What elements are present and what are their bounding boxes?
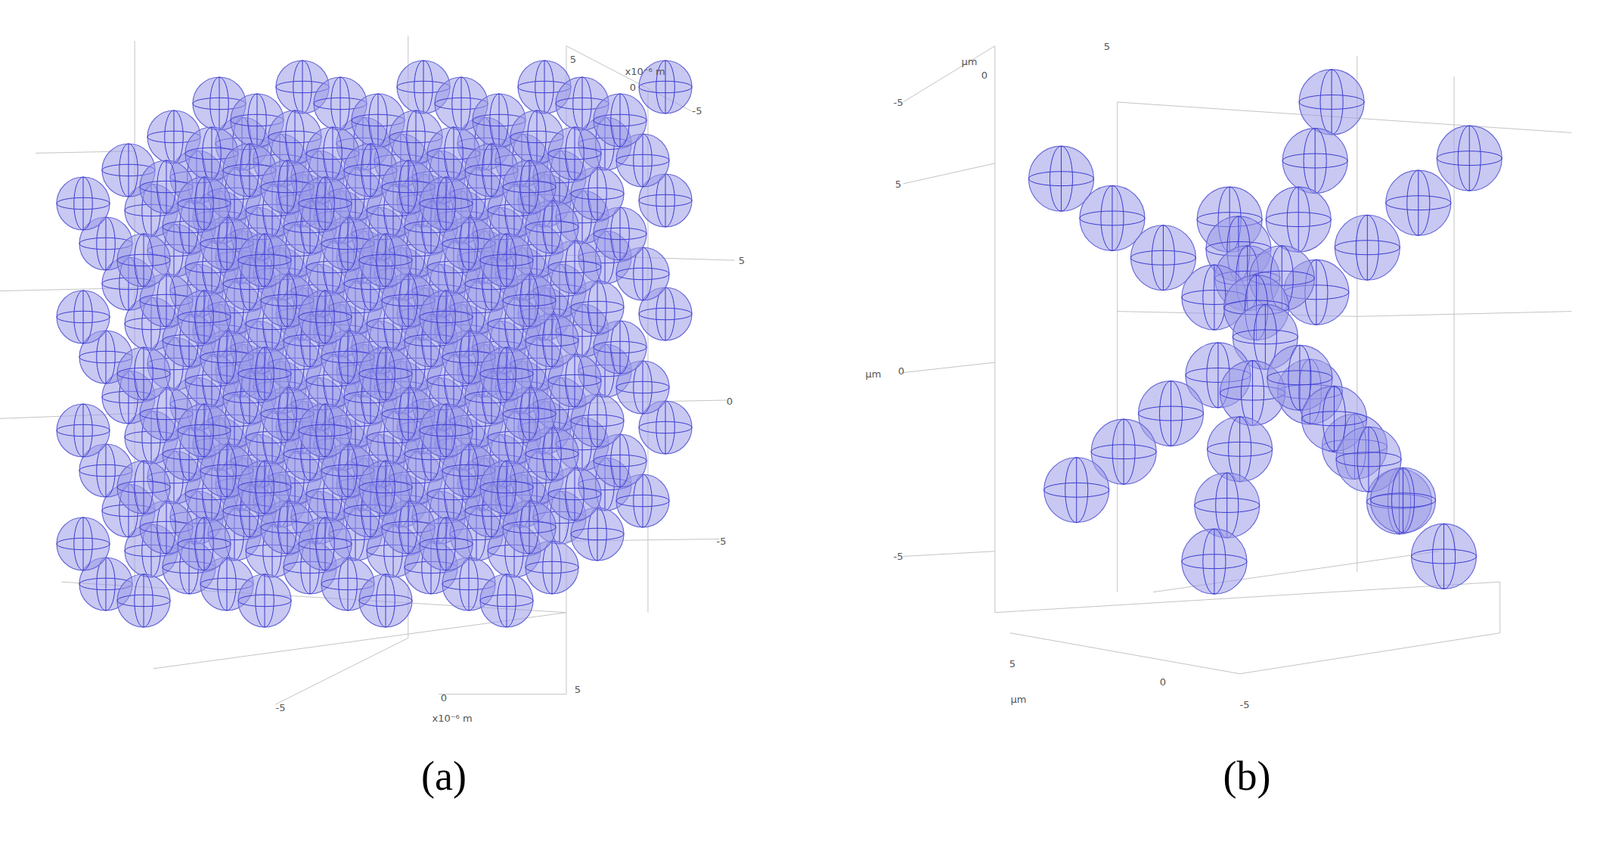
axis-line [1240,632,1501,674]
sphere [1282,128,1348,194]
tick-label: x10⁻⁶ m [624,65,665,78]
sphere [593,93,647,147]
sphere [480,347,534,400]
axis-line [902,46,995,103]
sphere [238,460,292,514]
tick-label: -5 [692,105,703,117]
sphere [359,347,413,400]
sphere [1299,69,1365,135]
tick-label: 5 [1103,40,1111,53]
tick-label: -5 [893,550,904,562]
sphere [1386,170,1452,236]
tick-label: 5 [1009,657,1016,670]
sphere [419,403,473,457]
axis-line [1356,55,1358,571]
tick-label: -5 [893,96,904,109]
tick-label: 5 [738,254,745,267]
tick-label: μm [1010,693,1027,705]
sphere [1334,214,1400,280]
tick-label: -5 [1240,698,1250,711]
axis-line [438,693,567,695]
tick-label: 5 [574,683,581,695]
sphere [1181,528,1247,594]
axis-line [1010,632,1241,674]
axis-line [995,581,1501,612]
sphere [238,347,292,400]
sphere [1436,125,1502,191]
sphere [1411,523,1477,589]
tick-label: -5 [716,535,727,547]
tick-label: 0 [981,69,988,81]
tick-label: μm [961,55,978,68]
axis-line [902,362,995,373]
sphere [298,176,352,230]
sphere [419,176,473,230]
tick-label: 0 [629,81,636,94]
sphere [177,176,231,230]
sphere [1265,186,1331,252]
sphere [298,517,352,571]
tick-label: 5 [895,178,902,190]
tick-label: 5 [570,53,577,66]
axis-line [902,551,995,557]
sphere [117,233,171,287]
sphere [359,573,413,627]
sphere [56,517,110,571]
sphere [56,403,110,457]
tick-label: 0 [898,365,905,377]
sphere [177,403,231,457]
sphere [117,573,171,627]
tick-label: 0 [726,395,733,407]
sphere [1207,416,1273,482]
sphere [419,517,473,571]
axis-line [1499,581,1501,633]
sphere [298,403,352,457]
tick-label: x10⁻⁶ m [431,712,472,724]
sphere [1194,472,1260,538]
sphere [359,460,413,514]
tick-label: 0 [1159,675,1166,688]
axis-line [994,46,996,613]
sphere [480,233,534,287]
tick-label: μm [865,368,882,380]
axis-line [1357,311,1572,317]
sphere [419,290,473,344]
axis-box-lines [0,35,1572,704]
sphere [359,233,413,287]
axis-line [902,163,995,184]
sphere [56,290,110,344]
sphere [177,517,231,571]
sphere [480,573,534,627]
panel-label: (a) [421,752,467,800]
arms-b [1028,69,1502,594]
sphere [298,290,352,344]
sphere [238,573,292,627]
sphere [480,460,534,514]
sphere [56,176,110,230]
tick-label: -5 [275,701,286,714]
sphere [548,127,602,180]
sphere [117,347,171,400]
tick-label: 0 [440,691,447,704]
axis-line [1116,102,1118,593]
sphere [117,460,171,514]
sphere [1370,467,1436,533]
sphere [1044,457,1110,523]
lattice-a [56,60,692,627]
sphere [502,160,556,214]
sphere [177,290,231,344]
panel-label: (b) [1223,752,1272,800]
sphere [238,233,292,287]
axis-line [275,637,408,704]
